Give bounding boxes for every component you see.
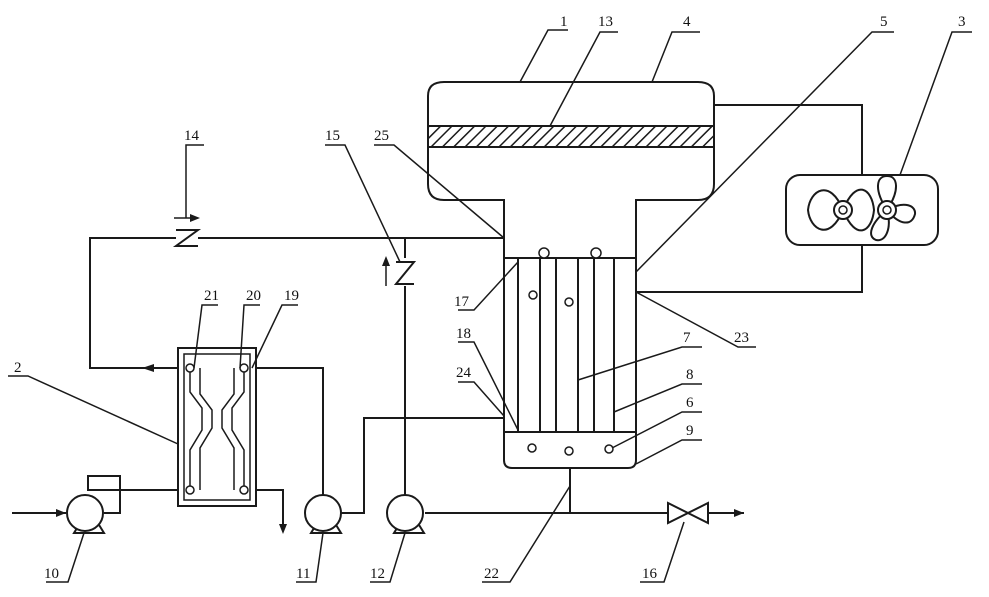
label-2: 2	[14, 360, 22, 376]
label-1: 1	[560, 14, 568, 30]
label-6: 6	[686, 395, 694, 411]
liquid-pipes	[12, 237, 744, 534]
pump-11	[304, 494, 343, 534]
label-15: 15	[325, 128, 340, 144]
label-11: 11	[296, 566, 310, 582]
label-16: 16	[642, 566, 658, 582]
leader-lines	[8, 29, 972, 583]
label-4: 4	[683, 14, 691, 30]
label-13: 13	[598, 14, 613, 30]
part-labels: 1 13 4 5 3 14 15 25 17 18 24 7 23 8 6 9 …	[14, 14, 966, 582]
gas-pipes	[636, 104, 863, 293]
check-valve-15	[382, 256, 417, 286]
label-23: 23	[734, 330, 749, 346]
label-5: 5	[880, 14, 888, 30]
check-valve-14	[172, 214, 202, 247]
heat-exchanger	[177, 347, 257, 507]
label-24: 24	[456, 365, 472, 381]
label-12: 12	[370, 566, 385, 582]
label-19: 19	[284, 288, 299, 304]
label-21: 21	[204, 288, 219, 304]
label-8: 8	[686, 367, 694, 383]
pump-12	[386, 494, 426, 534]
inner-tubes	[504, 257, 636, 433]
label-17: 17	[454, 294, 470, 310]
label-20: 20	[246, 288, 261, 304]
label-10: 10	[44, 566, 59, 582]
label-7: 7	[683, 330, 691, 346]
gas-bubbles	[527, 247, 614, 456]
label-18: 18	[456, 326, 471, 342]
label-3: 3	[958, 14, 966, 30]
gate-valve-16	[667, 501, 709, 525]
label-9: 9	[686, 423, 694, 439]
label-14: 14	[184, 128, 200, 144]
pump-10	[66, 494, 106, 534]
label-25: 25	[374, 128, 389, 144]
roots-blower	[785, 174, 939, 246]
filter-layer	[427, 125, 715, 148]
label-22: 22	[484, 566, 499, 582]
